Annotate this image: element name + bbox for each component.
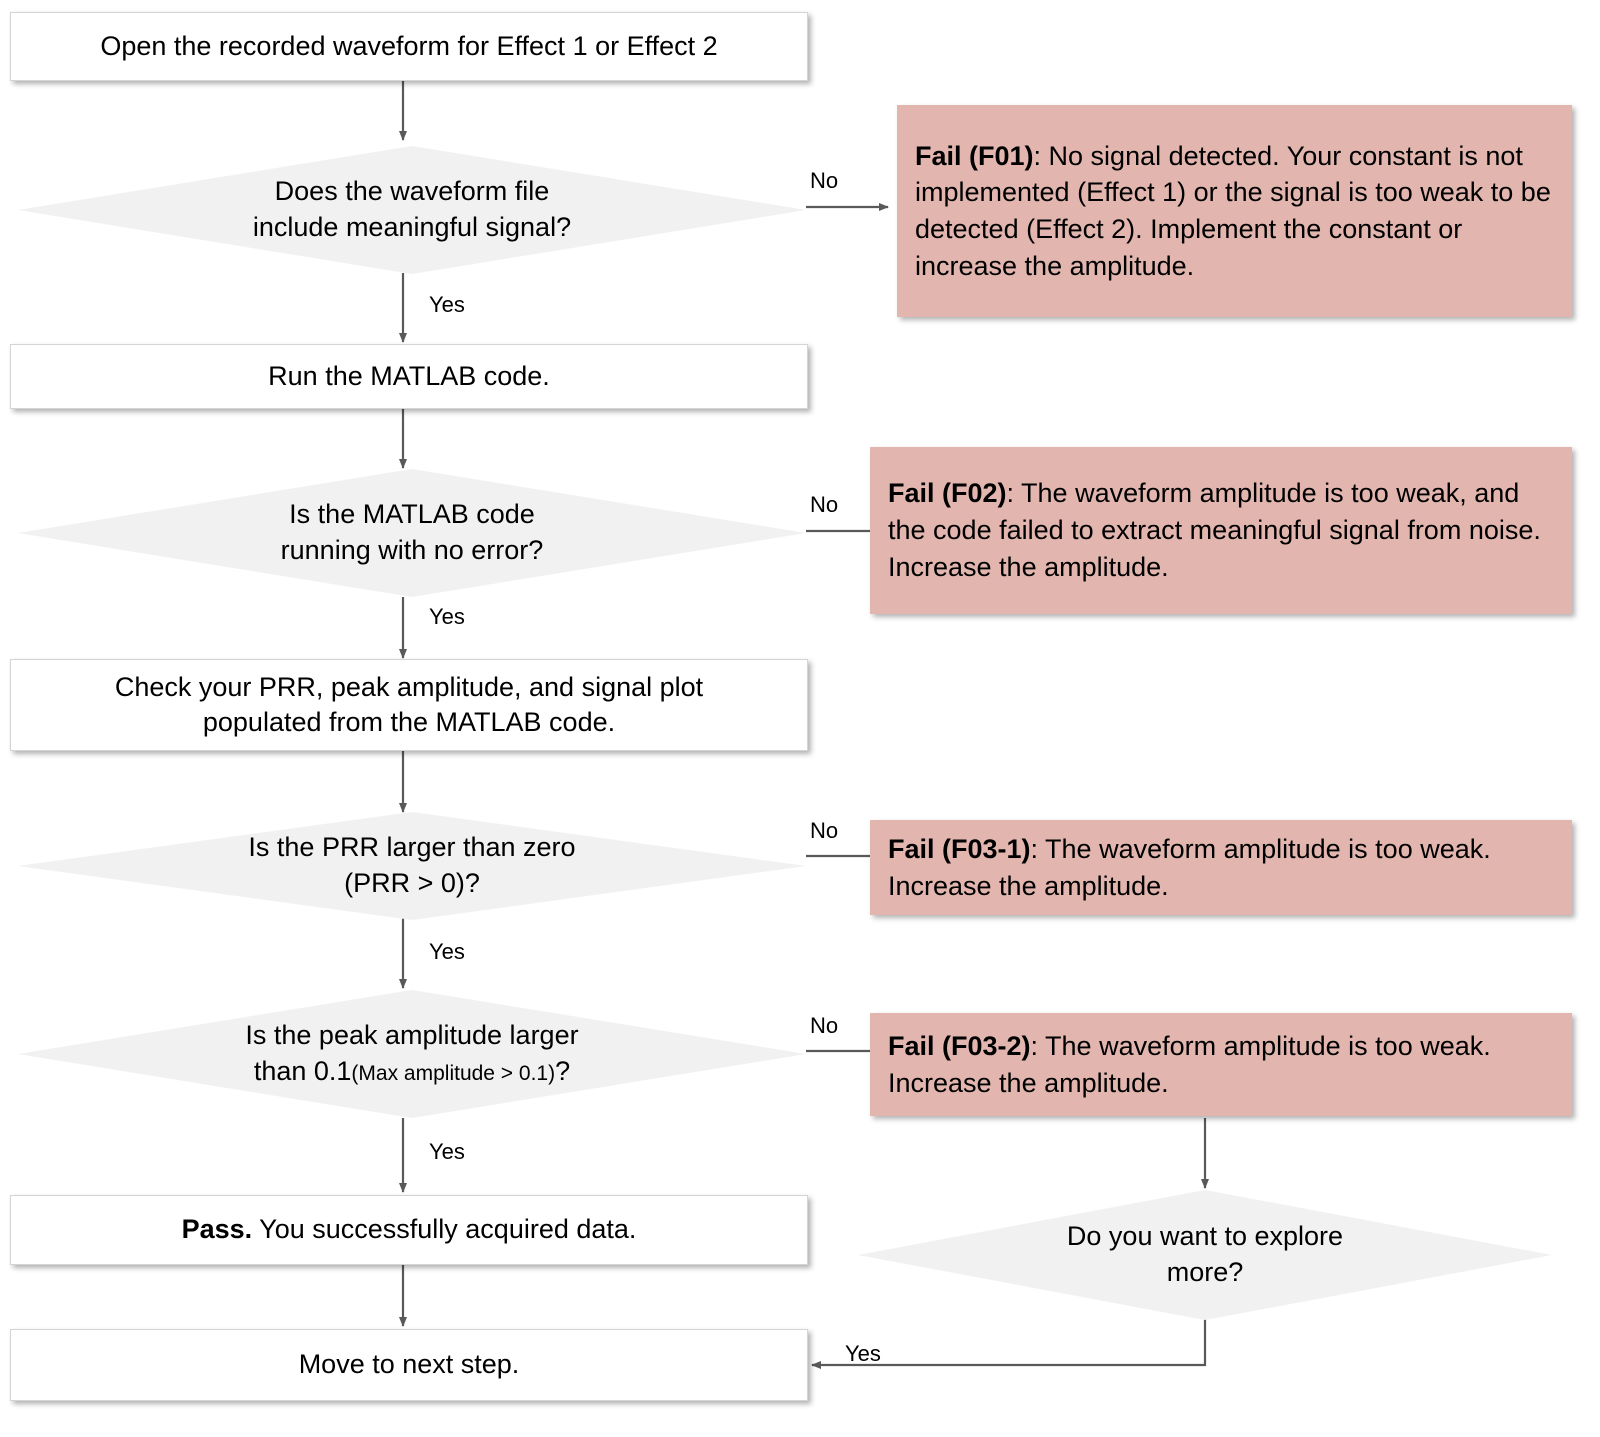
edge-label-d3-no: No [810, 818, 839, 843]
node-decision-peak-amplitude-line2-main: than 0.1 [253, 1056, 352, 1086]
edge-label-d2-no: No [810, 492, 839, 517]
node-decision-peak-amplitude-line2-small: (Max amplitude > 0.1) [351, 1062, 556, 1085]
node-fail-f03-1[interactable]: Fail (F03-1): The waveform amplitude is … [870, 820, 1572, 915]
node-decision-explore-more-line2: more? [1166, 1257, 1244, 1287]
edge-label-d5-yes: Yes [845, 1341, 881, 1366]
node-decision-meaningful-signal[interactable]: Does the waveform file include meaningfu… [18, 146, 806, 274]
node-fail-f01[interactable]: Fail (F01): No signal detected. Your con… [897, 105, 1572, 317]
node-check-prr[interactable]: Check your PRR, peak amplitude, and sign… [10, 659, 808, 751]
node-fail-f03-2-code: Fail (F03-2) [888, 1030, 1031, 1061]
node-decision-explore-more[interactable]: Do you want to explore more? [858, 1190, 1552, 1320]
edge-label-d1-yes: Yes [429, 292, 465, 317]
node-decision-meaningful-signal-line1: Does the waveform file [274, 176, 550, 207]
node-decision-peak-amplitude-line2-tail: ? [555, 1056, 571, 1086]
node-decision-peak-amplitude[interactable]: Is the peak amplitude larger than 0.1(Ma… [18, 990, 806, 1118]
edge-label-d4-no: No [810, 1013, 839, 1038]
node-decision-prr-positive[interactable]: Is the PRR larger than zero (PRR > 0)? [18, 812, 806, 920]
node-fail-f03-1-code: Fail (F03-1) [888, 833, 1031, 864]
edge-label-d1-no: No [810, 168, 839, 193]
edge-label-d2-yes: Yes [429, 604, 465, 629]
node-check-prr-line2: populated from the MATLAB code. [202, 707, 616, 737]
node-open-waveform[interactable]: Open the recorded waveform for Effect 1 … [10, 12, 808, 81]
node-pass-bold: Pass. [181, 1214, 253, 1245]
node-run-matlab[interactable]: Run the MATLAB code. [10, 344, 808, 409]
edge-label-d3-yes: Yes [429, 939, 465, 964]
node-decision-matlab-no-error-line1: Is the MATLAB code [289, 499, 535, 530]
node-decision-matlab-no-error[interactable]: Is the MATLAB code running with no error… [18, 469, 806, 597]
node-fail-f03-2[interactable]: Fail (F03-2): The waveform amplitude is … [870, 1013, 1572, 1116]
node-decision-matlab-no-error-line2: running with no error? [280, 535, 544, 565]
node-pass[interactable]: Pass. You successfully acquired data. [10, 1195, 808, 1265]
node-move-next-step-label: Move to next step. [298, 1349, 520, 1380]
node-decision-peak-amplitude-line1: Is the peak amplitude larger [245, 1020, 579, 1051]
node-fail-f02-text: : The waveform amplitude is too weak, an… [888, 478, 1541, 582]
node-check-prr-line1: Check your PRR, peak amplitude, and sign… [114, 671, 704, 702]
node-decision-prr-positive-line1: Is the PRR larger than zero [248, 832, 576, 863]
node-decision-prr-positive-line2: (PRR > 0)? [344, 868, 480, 898]
node-pass-text: You successfully acquired data. [252, 1214, 637, 1245]
node-fail-f03-2-text: : The waveform amplitude is too weak. In… [888, 1030, 1491, 1098]
node-fail-f01-text: : No signal detected. Your constant is n… [915, 140, 1551, 281]
node-fail-f01-code: Fail (F01) [915, 140, 1034, 171]
node-run-matlab-label: Run the MATLAB code. [268, 360, 550, 391]
node-open-waveform-label: Open the recorded waveform for Effect 1 … [100, 30, 718, 61]
node-move-next-step[interactable]: Move to next step. [10, 1329, 808, 1401]
edge-label-d4-yes: Yes [429, 1139, 465, 1164]
node-fail-f03-1-text: : The waveform amplitude is too weak. In… [888, 833, 1491, 901]
node-fail-f02[interactable]: Fail (F02): The waveform amplitude is to… [870, 447, 1572, 614]
node-decision-meaningful-signal-line2: include meaningful signal? [252, 212, 572, 242]
node-decision-explore-more-line1: Do you want to explore [1066, 1221, 1344, 1252]
node-fail-f02-code: Fail (F02) [888, 478, 1007, 509]
